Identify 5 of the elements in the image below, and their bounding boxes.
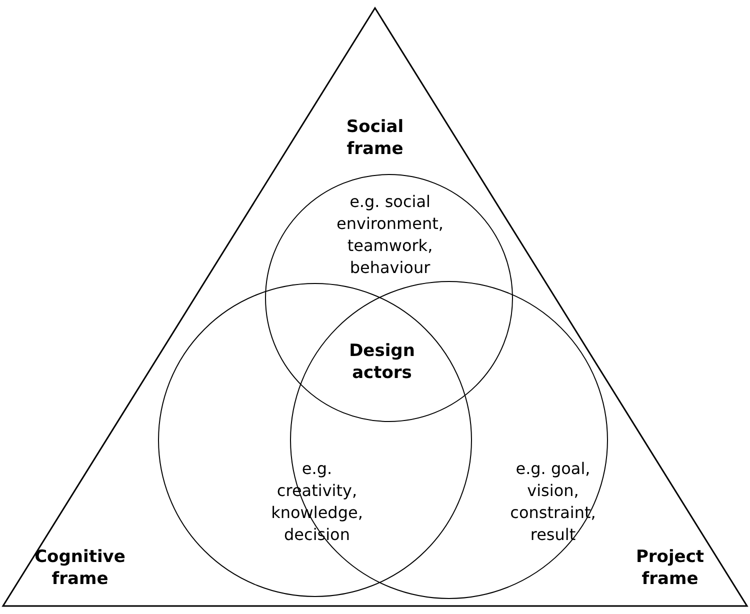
frame-label: Social frame [345,116,405,160]
center-label: Design actors [348,340,416,384]
frame-label: Cognitive frame [34,546,126,590]
circle-text: e.g. social environment, teamwork, behaviour [336,191,444,279]
frame-label: Project frame [634,546,706,590]
